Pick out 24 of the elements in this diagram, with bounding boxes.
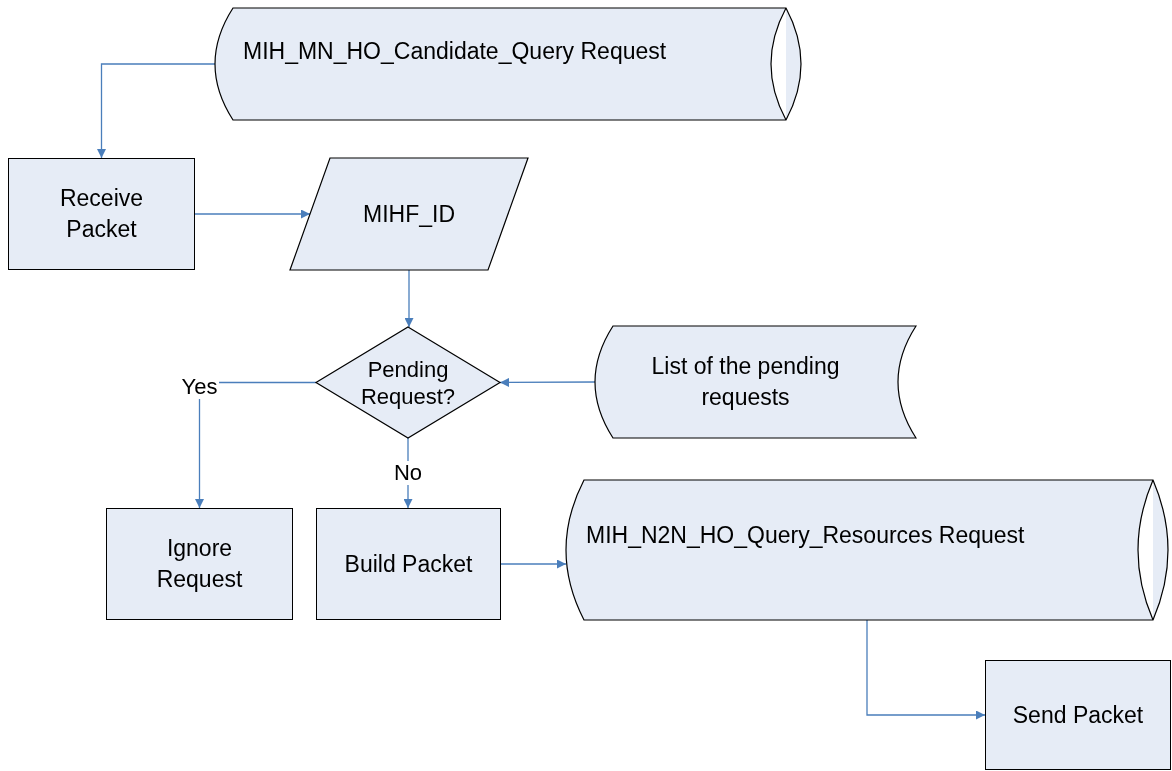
node-text: List of the pending requests bbox=[650, 352, 841, 412]
node-text: Pending Request? bbox=[359, 355, 457, 410]
node-text: MIH_MN_HO_Candidate_Query Request bbox=[243, 37, 667, 66]
data-cylinder bbox=[566, 480, 1168, 620]
process-box bbox=[8, 158, 195, 270]
process-box bbox=[316, 508, 501, 620]
node-text: Build Packet bbox=[344, 549, 473, 579]
node-text: Ignore Request bbox=[155, 534, 244, 594]
arrow bbox=[499, 377, 596, 387]
node-text: MIH_N2N_HO_Query_Resources Request bbox=[586, 521, 1025, 550]
arrow bbox=[866, 619, 986, 720]
stored-data-shape bbox=[595, 326, 916, 438]
process-box bbox=[106, 508, 293, 620]
arrow bbox=[194, 209, 311, 219]
decision-diamond bbox=[316, 327, 500, 438]
arrow bbox=[404, 269, 414, 328]
process-box bbox=[985, 660, 1171, 770]
arrow bbox=[500, 559, 567, 569]
arrow bbox=[97, 63, 216, 159]
data-parallelogram bbox=[290, 158, 528, 270]
data-cylinder bbox=[215, 8, 801, 120]
node-text: Send Packet bbox=[1012, 700, 1144, 730]
node-text: MIHF_ID bbox=[363, 199, 455, 229]
node-text: Receive Packet bbox=[58, 184, 145, 244]
